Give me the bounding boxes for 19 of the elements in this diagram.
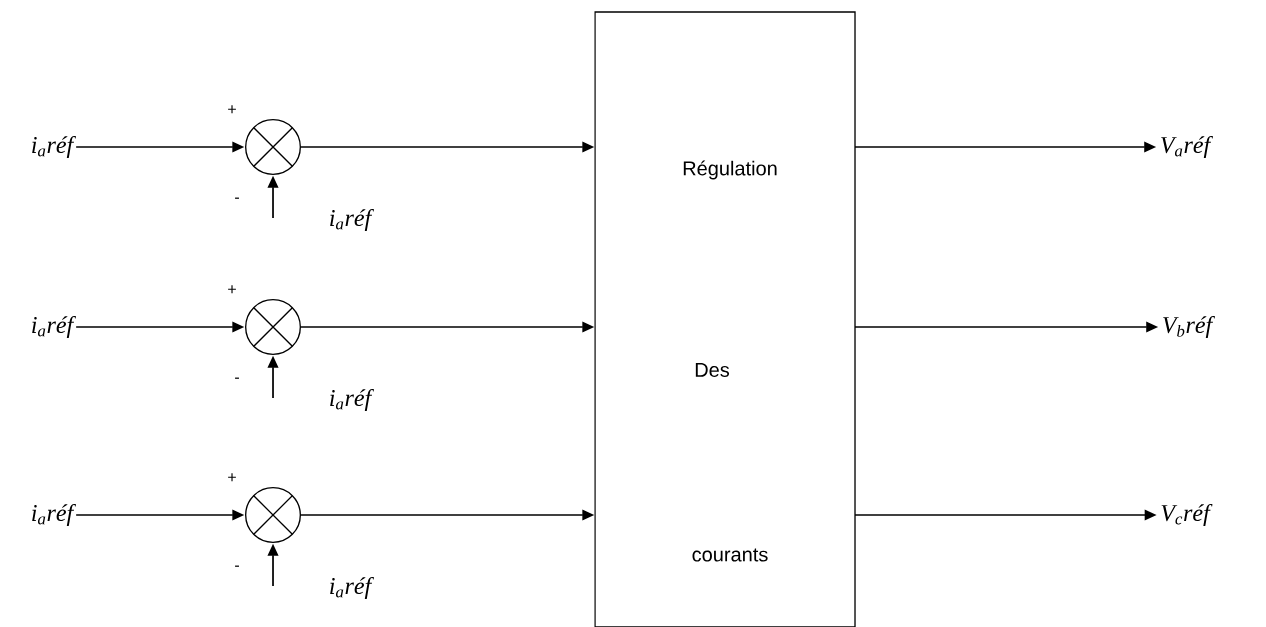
- signal-label: i$_{a}$réf: [32, 316, 76, 338]
- sign-label: -: [235, 197, 239, 199]
- sign-label: +: [228, 105, 236, 114]
- signal-label: i$_{a}$réf: [330, 209, 374, 231]
- signal-label: i$_{a}$réf: [330, 389, 374, 411]
- block-box: Régulation Des courants: [594, 11, 856, 627]
- signal-label: i$_{a}$réf: [330, 577, 374, 599]
- summing-junction: [245, 487, 301, 543]
- summing-junction: [245, 119, 301, 175]
- sign-label: +: [228, 473, 236, 482]
- signal-label: i$_{a}$réf: [32, 504, 76, 526]
- signal-label: V$_{c}$réf: [1161, 504, 1213, 526]
- signal-label: V$_{b}$réf: [1163, 316, 1215, 338]
- signal-label: i$_{a}$réf: [32, 136, 76, 158]
- sign-label: -: [235, 377, 239, 379]
- summing-junction: [245, 299, 301, 355]
- sign-label: +: [228, 285, 236, 294]
- sign-label: -: [235, 565, 239, 567]
- signal-label: V$_{a}$réf: [1161, 136, 1213, 158]
